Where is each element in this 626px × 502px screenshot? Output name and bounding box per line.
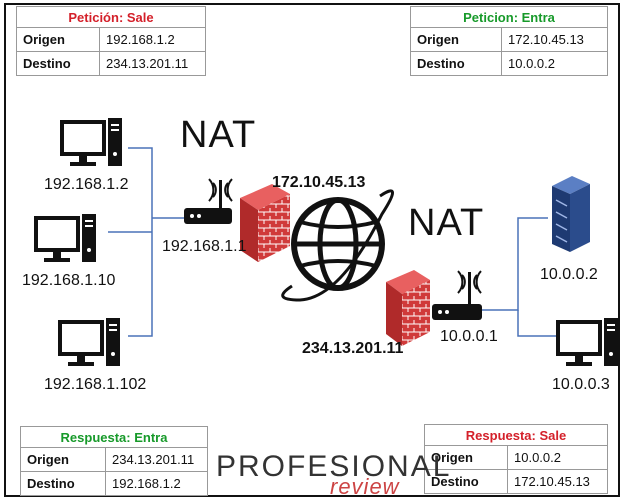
link-lines [108, 147, 556, 337]
server-icon [552, 176, 590, 252]
table-header: Respuesta: Entra [20, 426, 208, 448]
firewall-icon [386, 270, 430, 346]
firewall-icon [240, 184, 290, 262]
nat-label-right: NAT [408, 202, 485, 244]
pc-ip-label: 192.168.1.10 [22, 272, 116, 289]
row-label: Destino [424, 469, 508, 494]
row-value: 234.13.201.11 [105, 447, 208, 472]
row-value: 10.0.0.2 [501, 51, 608, 76]
brand-logo-sub: review [330, 474, 400, 499]
computer-icon [556, 316, 620, 368]
table-header: Peticion: Entra [410, 6, 608, 28]
router-ip-label: 192.168.1.1 [162, 238, 247, 255]
pc-ip-label: 192.168.1.102 [44, 376, 147, 393]
diagram-frame [4, 3, 620, 497]
pc-ip-label: 10.0.0.3 [552, 376, 610, 393]
row-label: Destino [20, 471, 106, 496]
row-label: Origen [424, 445, 508, 470]
public-ip-label: 234.13.201.11 [302, 340, 404, 357]
computer-icon [58, 316, 122, 368]
row-label: Origen [410, 27, 502, 52]
nat-label-left: NAT [180, 114, 257, 156]
row-label: Destino [16, 51, 100, 76]
row-label: Origen [16, 27, 100, 52]
router-icon [184, 178, 233, 224]
pc-ip-label: 192.168.1.2 [44, 176, 129, 193]
row-value: 234.13.201.11 [99, 51, 206, 76]
computer-icon [34, 212, 98, 264]
row-value: 192.168.1.2 [99, 27, 206, 52]
router-icon [432, 270, 482, 320]
row-label: Destino [410, 51, 502, 76]
public-ip-label: 172.10.45.13 [272, 174, 366, 191]
globe-icon [281, 189, 394, 302]
computer-icon [60, 116, 124, 168]
row-value: 192.168.1.2 [105, 471, 208, 496]
router-ip-label: 10.0.0.1 [440, 328, 498, 345]
row-label: Origen [20, 447, 106, 472]
server-ip-label: 10.0.0.2 [540, 266, 598, 283]
brand-logo: PROFESIONAL [216, 450, 452, 483]
row-value: 172.10.45.13 [507, 469, 608, 494]
